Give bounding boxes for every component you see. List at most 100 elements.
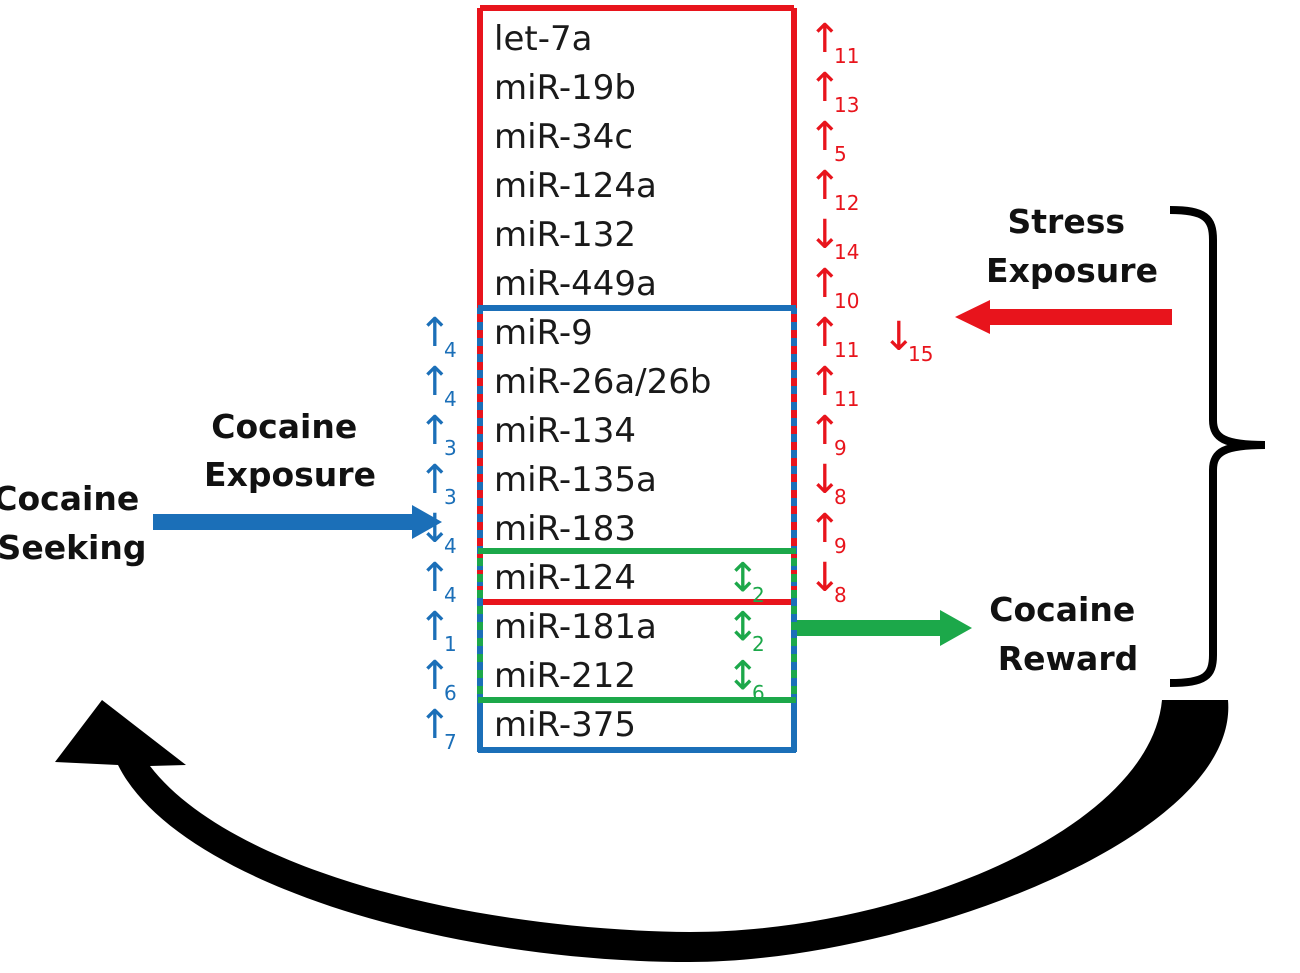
cocaine-exposure-effect-ref: 3	[444, 436, 457, 460]
cocaine-exposure-effect: ↓4	[418, 506, 457, 558]
stress-effect-ref: 8	[834, 485, 847, 509]
cocaine-seeking-arrow	[153, 505, 442, 539]
cocaine-reward-effect-ref: 6	[752, 681, 765, 705]
stress-effect: ↑10	[808, 261, 859, 313]
mirna-name: miR-9	[494, 313, 593, 353]
stress-effect-arrow-icon: ↑	[808, 16, 842, 62]
cocaine-reward-effect: ↕2	[726, 555, 765, 607]
cocaine-exposure-effect-arrow-icon: ↑	[418, 555, 452, 601]
cocaine-exposure-effect-arrow-icon: ↑	[418, 408, 452, 454]
cocaine-exposure-effect: ↑6	[418, 653, 457, 705]
cocaine-exposure-effect-arrow-icon: ↑	[418, 310, 452, 356]
cocaine-seeking-label: Cocaine Seeking	[0, 479, 151, 567]
stress-effect-arrow-icon: ↓	[808, 212, 842, 258]
stress-effect-ref: 13	[834, 93, 859, 117]
feedback-curved-arrow	[55, 700, 1229, 962]
cocaine-exposure-effect-ref: 4	[444, 583, 457, 607]
cocaine-reward-effect-arrow-icon: ↕	[726, 555, 760, 601]
stress-effect: ↑11	[808, 359, 859, 411]
cocaine-exposure-effect-arrow-icon: ↓	[418, 506, 452, 552]
mirna-name: miR-26a/26b	[494, 362, 711, 402]
brace-icon	[1169, 206, 1266, 687]
mirna-name: miR-181a	[494, 607, 657, 647]
stress-effect: ↑13	[808, 65, 859, 117]
stress-effect: ↑11	[808, 310, 859, 362]
cocaine-reward-effect-arrow-icon: ↕	[726, 653, 760, 699]
mirna-name: miR-19b	[494, 68, 636, 108]
cocaine-reward-effect-ref: 2	[752, 583, 765, 607]
stress-exposure-label: Stress Exposure	[986, 202, 1158, 290]
stress-effect: ↓8	[808, 457, 847, 509]
mirna-name: miR-183	[494, 509, 636, 549]
stress-effect-ref: 12	[834, 191, 859, 215]
stress-effect-ref: 11	[834, 44, 859, 68]
cocaine-exposure-effect-ref: 3	[444, 485, 457, 509]
cocaine-exposure-effect-arrow-icon: ↑	[418, 653, 452, 699]
stress-arrow	[955, 300, 1172, 334]
stress-effect-ref: 14	[834, 240, 859, 264]
stress-effect-ref: 11	[834, 338, 859, 362]
cocaine-exposure-effect: ↑4	[418, 310, 457, 362]
cocaine-exposure-effect: ↑7	[418, 702, 457, 754]
mirna-name: miR-375	[494, 705, 636, 745]
stress-effect: ↑9	[808, 506, 847, 558]
stress-effect-arrow-icon: ↑	[808, 408, 842, 454]
stress-effect-ref: 9	[834, 436, 847, 460]
stress-effect-ref: 5	[834, 142, 847, 166]
cocaine-reward-effect: ↕2	[726, 604, 765, 656]
cocaine-exposure-effect: ↑3	[418, 408, 457, 460]
mirna-name: miR-132	[494, 215, 636, 255]
cocaine-reward-effect-ref: 2	[752, 632, 765, 656]
stress-effect: ↓8	[808, 555, 847, 607]
mirna-name: miR-134	[494, 411, 636, 451]
stress-effect-secondary: ↓15	[882, 314, 933, 366]
mirna-name: let-7a	[494, 19, 592, 59]
mirna-name: miR-124a	[494, 166, 657, 206]
stress-effect-ref: 11	[834, 387, 859, 411]
cocaine-exposure-effect-arrow-icon: ↑	[418, 604, 452, 650]
cocaine-exposure-effect-ref: 1	[444, 632, 457, 656]
cocaine-reward-effect: ↕6	[726, 653, 765, 705]
stress-effect-ref: 10	[834, 289, 859, 313]
cocaine-reward-box-dashes	[477, 558, 797, 700]
stress-effect-arrow-icon: ↑	[808, 114, 842, 160]
cocaine-exposure-effect: ↑3	[418, 457, 457, 509]
stress-effect: ↓14	[808, 212, 859, 264]
cocaine-reward-label: Cocaine Reward	[989, 590, 1146, 678]
stress-effect: ↑11	[808, 16, 859, 68]
cocaine-reward-arrow	[792, 610, 972, 646]
stress-effect-arrow-icon: ↑	[808, 310, 842, 356]
cocaine-exposure-effect-ref: 6	[444, 681, 457, 705]
cocaine-exposure-effect-arrow-icon: ↑	[418, 359, 452, 405]
stress-effect-secondary-arrow-icon: ↓	[882, 314, 916, 360]
cocaine-exposure-effect: ↑4	[418, 359, 457, 411]
stress-effect-arrow-icon: ↑	[808, 163, 842, 209]
stress-effect-arrow-icon: ↓	[808, 457, 842, 503]
cocaine-reward-effect-arrow-icon: ↕	[726, 604, 760, 650]
mirna-name: miR-212	[494, 656, 636, 696]
cocaine-exposure-effect: ↑4	[418, 555, 457, 607]
mirna-name: miR-135a	[494, 460, 657, 500]
stress-effect-arrow-icon: ↑	[808, 261, 842, 307]
cocaine-reward-box	[478, 548, 796, 703]
stress-effect-secondary-ref: 15	[908, 342, 933, 366]
stress-effect-arrow-icon: ↓	[808, 555, 842, 601]
stress-effect: ↑12	[808, 163, 859, 215]
mirna-name: miR-124	[494, 558, 636, 598]
stress-effect-arrow-icon: ↑	[808, 506, 842, 552]
stress-effect-arrow-icon: ↑	[808, 65, 842, 111]
mirna-name: miR-449a	[494, 264, 657, 304]
cocaine-exposure-effect: ↑1	[418, 604, 457, 656]
mirna-list: let-7a↑11miR-19b↑13miR-34c↑5miR-124a↑12m…	[418, 16, 933, 754]
cocaine-exposure-effect-arrow-icon: ↑	[418, 457, 452, 503]
cocaine-exposure-effect-ref: 4	[444, 387, 457, 411]
cocaine-exposure-effect-ref: 4	[444, 534, 457, 558]
cocaine-exposure-effect-ref: 7	[444, 730, 457, 754]
stress-effect: ↑5	[808, 114, 847, 166]
stress-box	[477, 5, 797, 605]
cocaine-exposure-label: Cocaine Exposure	[204, 407, 376, 494]
stress-effect-arrow-icon: ↑	[808, 359, 842, 405]
stress-effect: ↑9	[808, 408, 847, 460]
